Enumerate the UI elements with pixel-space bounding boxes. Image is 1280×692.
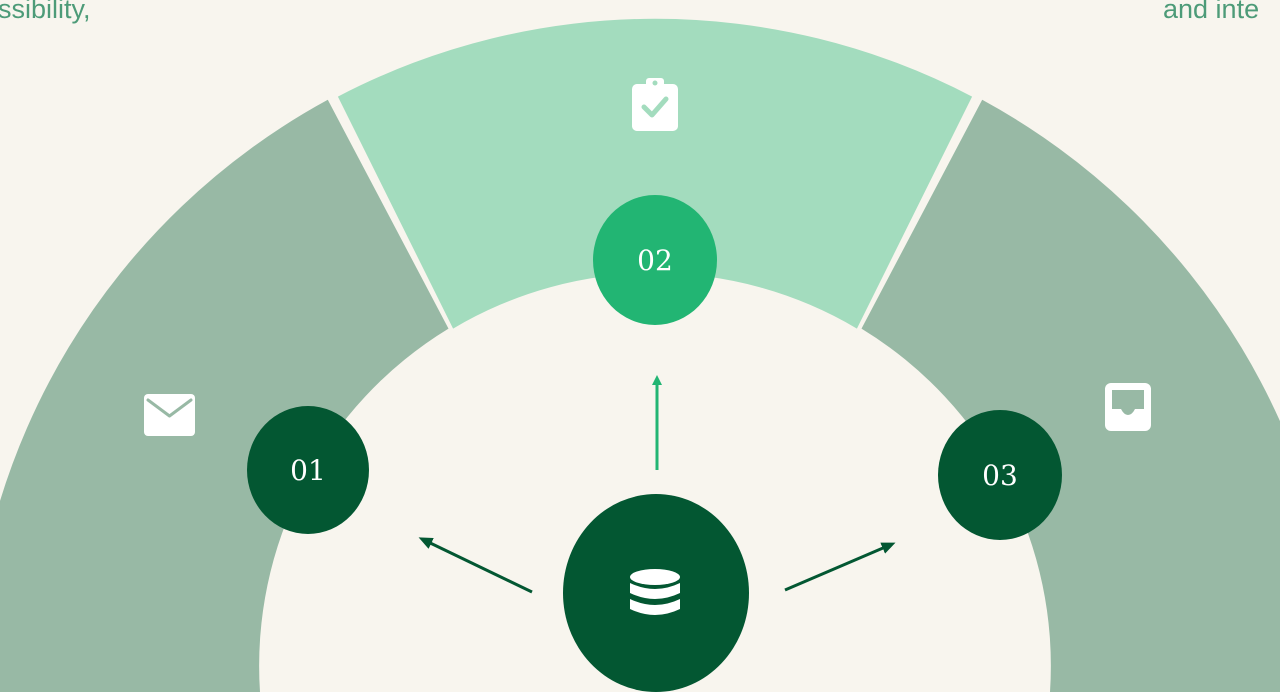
- cropped-text-left: ssibility,: [0, 0, 91, 24]
- arrow-to-step-03: [784, 542, 896, 592]
- segment-middle: [337, 18, 973, 329]
- inbox-tray-icon: [1105, 383, 1151, 431]
- segment-right: [861, 99, 1280, 692]
- center-node: [563, 494, 749, 692]
- step-node-02: 02: [593, 195, 717, 325]
- step-node-01: 01: [247, 406, 369, 534]
- step-number: 01: [290, 454, 326, 487]
- envelope-icon: [144, 394, 195, 436]
- step-number: 03: [982, 459, 1018, 492]
- clipboard-check-icon: [632, 78, 678, 131]
- arrow-to-step-01: [418, 537, 533, 594]
- segment-left: [0, 99, 449, 692]
- cropped-text-right: and inte: [1163, 0, 1260, 24]
- database-icon: [630, 569, 680, 615]
- step-number: 02: [637, 244, 673, 277]
- step-node-03: 03: [938, 410, 1062, 540]
